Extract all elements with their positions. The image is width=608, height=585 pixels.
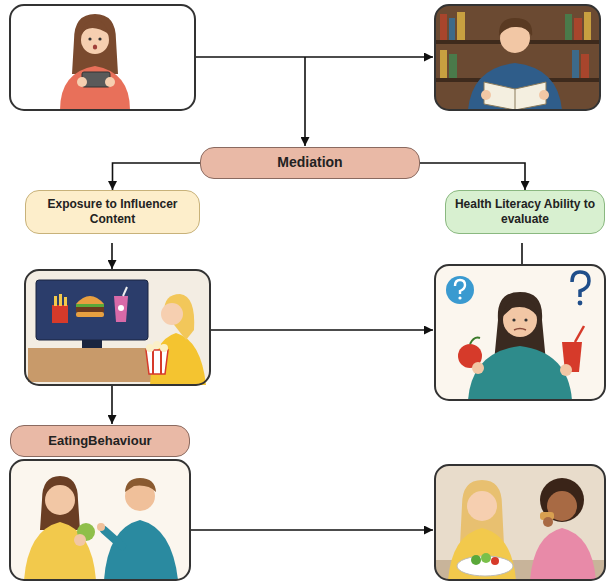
node-label: EatingBehaviour xyxy=(48,433,151,449)
eating-behaviour-box: EatingBehaviour xyxy=(10,425,190,457)
node-label: Mediation xyxy=(277,154,342,172)
health-choice-picture xyxy=(435,265,605,400)
kids-eating-picture xyxy=(435,465,605,580)
conversation-picture xyxy=(10,460,190,580)
mediation-box: Mediation xyxy=(200,147,420,179)
woman-phone-picture xyxy=(10,5,195,110)
tv-food-picture xyxy=(25,270,210,385)
connector-arrow xyxy=(420,163,525,190)
connector-arrow xyxy=(113,163,201,190)
exposure-box: Exposure to Influencer Content xyxy=(25,190,200,234)
node-label: Health Literacy Ability to evaluate xyxy=(454,197,596,227)
health-literacy-box: Health Literacy Ability to evaluate xyxy=(445,190,605,234)
boy-reading-picture xyxy=(435,5,600,110)
node-label: Exposure to Influencer Content xyxy=(34,197,191,227)
